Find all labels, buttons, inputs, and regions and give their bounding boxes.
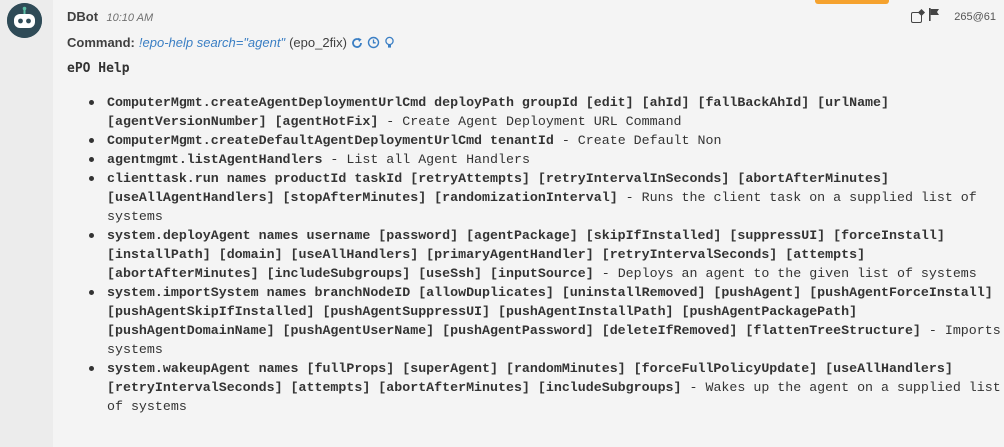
command-context: (epo_2fix) (289, 35, 347, 50)
entry-id: 265@61 (954, 11, 996, 23)
left-gutter (0, 0, 53, 447)
lightbulb-icon[interactable] (384, 36, 395, 49)
command-signature: system.wakeupAgent names [fullProps] [su… (107, 361, 953, 395)
command-signature: ComputerMgmt.createAgentDeploymentUrlCmd… (107, 95, 889, 129)
message-time: 10:10 AM (106, 12, 154, 24)
list-item: ComputerMgmt.createAgentDeploymentUrlCmd… (89, 93, 1004, 131)
command-signature: ComputerMgmt.createDefaultAgentDeploymen… (107, 133, 554, 148)
command-signature: clienttask.run names productId taskId [r… (107, 171, 889, 205)
help-title: ePO Help (67, 61, 130, 76)
command-description: - Runs the client task on a supplied lis… (107, 190, 977, 224)
help-list: ComputerMgmt.createAgentDeploymentUrlCmd… (67, 93, 1004, 416)
command-description: - Create Agent Deployment URL Command (378, 114, 682, 129)
list-item: clienttask.run names productId taskId [r… (89, 169, 1004, 226)
flag-icon[interactable] (928, 8, 940, 26)
command-description: - List all Agent Handlers (322, 152, 530, 167)
command-description: - Wakes up the agent on a supplied list … (107, 380, 1001, 414)
command-label: Command: (67, 35, 135, 50)
command-row: Command: !epo-help search="agent" (epo_2… (67, 35, 395, 50)
refresh-icon[interactable] (351, 37, 363, 49)
message-actions: 265@61 (911, 8, 996, 26)
message-panel (53, 0, 1004, 447)
command-description: - Imports systems (107, 323, 1001, 357)
list-item: ComputerMgmt.createDefaultAgentDeploymen… (89, 131, 1004, 150)
list-item: system.wakeupAgent names [fullProps] [su… (89, 359, 1004, 416)
scroll-indicator (815, 0, 889, 4)
message-header: DBot 10:10 AM (67, 8, 153, 24)
list-item: agentmgmt.listAgentHandlers - List all A… (89, 150, 1004, 169)
bot-avatar-icon (7, 3, 42, 38)
command-signature: agentmgmt.listAgentHandlers (107, 152, 323, 167)
note-icon[interactable] (911, 11, 923, 23)
command-signature: system.deployAgent names username [passw… (107, 228, 945, 281)
command-description: - Deploys an agent to the given list of … (593, 266, 977, 281)
command-description: - Create Default Non (553, 133, 722, 148)
clock-icon[interactable] (367, 36, 380, 49)
command-signature: system.importSystem names branchNodeID [… (107, 285, 993, 338)
list-item: system.importSystem names branchNodeID [… (89, 283, 1004, 359)
list-item: system.deployAgent names username [passw… (89, 226, 1004, 283)
sender-name: DBot (67, 9, 99, 24)
command-text[interactable]: !epo-help search="agent" (138, 35, 286, 50)
